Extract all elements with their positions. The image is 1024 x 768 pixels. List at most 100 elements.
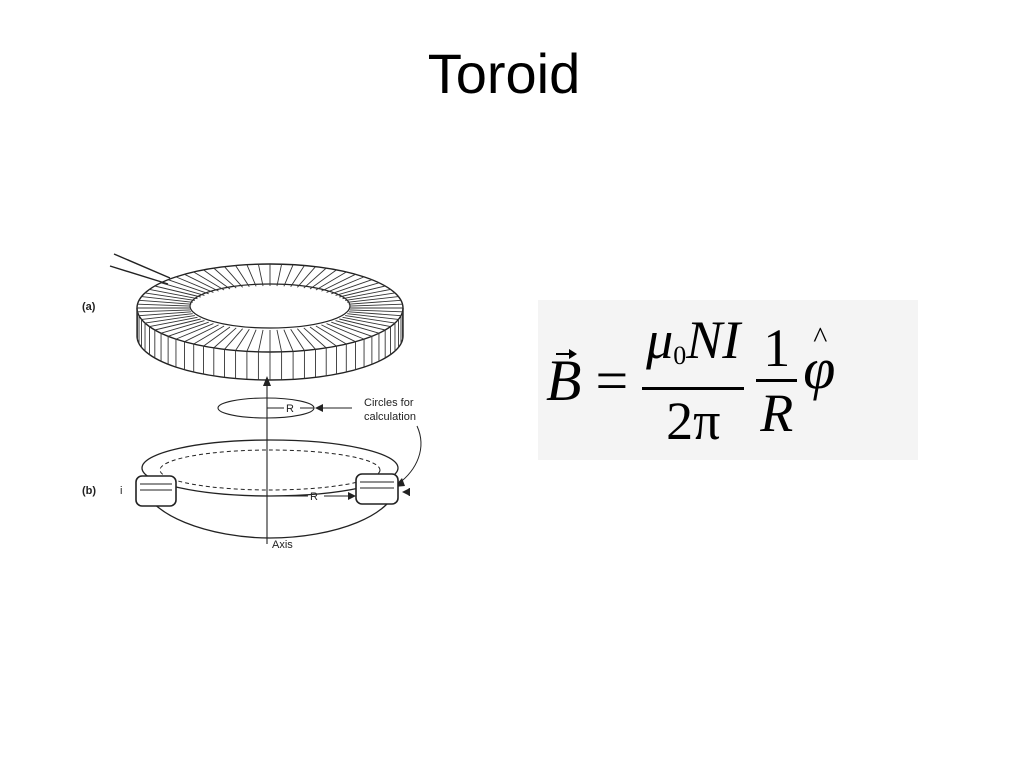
winding-line bbox=[257, 264, 264, 287]
eq-unit-vector: ^ φ bbox=[803, 321, 836, 402]
winding-line bbox=[175, 323, 214, 340]
winding-line bbox=[144, 315, 195, 324]
winding-line bbox=[315, 325, 347, 345]
winding-line bbox=[303, 327, 327, 349]
toroid-diagram: (a) Axis R Circles for calculation R bbox=[82, 253, 422, 551]
winding-line bbox=[335, 282, 380, 296]
winding-line bbox=[326, 276, 365, 293]
winding-line bbox=[213, 267, 237, 289]
leader-curve bbox=[397, 425, 422, 485]
winding-line bbox=[290, 265, 305, 287]
winding-line bbox=[213, 327, 237, 349]
winding-line bbox=[297, 266, 316, 288]
axis-label: Axis bbox=[272, 539, 293, 551]
leader-arrowhead bbox=[315, 404, 323, 412]
winding-line bbox=[321, 324, 356, 343]
winding-line bbox=[138, 299, 192, 305]
winding-line bbox=[224, 328, 243, 350]
winding-line bbox=[331, 321, 373, 337]
winding-line bbox=[342, 316, 391, 328]
winding-line bbox=[309, 326, 337, 347]
winding-line bbox=[335, 320, 380, 334]
winding-line bbox=[321, 273, 356, 292]
eq-fraction-1: μ0NI 2π bbox=[642, 309, 745, 452]
current-arrowhead bbox=[402, 488, 410, 496]
winding-line bbox=[309, 269, 337, 290]
winding-line bbox=[193, 325, 225, 345]
winding-line bbox=[235, 265, 250, 287]
calc-circle-top bbox=[217, 397, 315, 419]
current-left-label: i bbox=[120, 485, 122, 497]
winding-line bbox=[203, 326, 231, 347]
axis-arrowhead bbox=[263, 376, 271, 386]
toroid-figure: (a) Axis R Circles for calculation R bbox=[52, 248, 477, 564]
winding-line bbox=[246, 264, 257, 287]
cross-section-right bbox=[355, 473, 399, 505]
vector-arrow-icon bbox=[556, 348, 577, 359]
eq-numerator-2: 1 bbox=[763, 317, 791, 378]
radius-arrowhead bbox=[348, 492, 356, 500]
part-b-label: (b) bbox=[82, 485, 96, 497]
winding-line bbox=[144, 292, 195, 301]
eq-ni: NI bbox=[686, 309, 741, 370]
winding-line bbox=[160, 282, 205, 296]
winding-line bbox=[149, 288, 198, 300]
winding-line bbox=[348, 299, 402, 305]
winding-line bbox=[141, 313, 193, 320]
toroid-windings bbox=[136, 264, 403, 380]
winding-line bbox=[345, 315, 396, 324]
ring-mid-dashed bbox=[159, 449, 381, 491]
eq-fraction-bar bbox=[642, 386, 745, 390]
winding-line bbox=[347, 296, 399, 303]
eq-denominator-1: 2π bbox=[662, 390, 724, 452]
winding-line bbox=[349, 309, 403, 313]
winding-line bbox=[137, 303, 191, 307]
winding-line bbox=[290, 329, 305, 351]
radius-label-top: R bbox=[286, 403, 294, 415]
eq-fraction-bar bbox=[756, 378, 798, 382]
winding-line bbox=[137, 309, 191, 313]
winding-line bbox=[339, 285, 386, 298]
lead-wire bbox=[109, 265, 169, 285]
winding-line bbox=[175, 276, 214, 293]
lead-wire bbox=[113, 253, 171, 279]
winding-line bbox=[154, 318, 201, 331]
unit-hat-icon: ^ bbox=[813, 320, 828, 354]
winding-line bbox=[349, 303, 403, 307]
winding-line bbox=[203, 269, 231, 290]
winding-line bbox=[167, 321, 209, 337]
winding-line bbox=[167, 279, 209, 295]
eq-equals: = bbox=[595, 347, 629, 413]
winding-line bbox=[303, 267, 327, 289]
eq-field-symbol: B bbox=[546, 347, 581, 414]
radius-label-bottom: R bbox=[310, 491, 318, 503]
winding-line bbox=[184, 273, 219, 292]
winding-line bbox=[348, 311, 402, 317]
winding-line bbox=[276, 264, 283, 287]
winding-line bbox=[138, 311, 192, 317]
winding-line bbox=[342, 288, 391, 300]
winding-line bbox=[149, 316, 198, 328]
winding-line bbox=[331, 279, 373, 295]
winding-line bbox=[283, 264, 294, 287]
winding-line bbox=[297, 328, 316, 350]
eq-fraction-2: 1 R bbox=[756, 317, 798, 444]
winding-line bbox=[184, 324, 219, 343]
winding-line bbox=[160, 320, 205, 334]
winding-line bbox=[345, 292, 396, 301]
eq-denominator-2: R bbox=[760, 382, 794, 443]
winding-line bbox=[141, 296, 193, 303]
winding-line bbox=[257, 329, 264, 352]
part-a-label: (a) bbox=[82, 301, 96, 313]
winding-line bbox=[193, 271, 225, 291]
winding-line bbox=[326, 323, 365, 340]
eq-numerator-1: μ0NI bbox=[642, 309, 744, 387]
eq-two-pi: 2π bbox=[666, 390, 721, 451]
eq-mu: μ bbox=[646, 309, 674, 370]
winding-line bbox=[224, 266, 243, 288]
circles-label-line1: Circles for bbox=[364, 397, 414, 409]
circles-label-line2: calculation bbox=[364, 411, 416, 423]
eq-phi: φ bbox=[803, 335, 836, 401]
slide-title: Toroid bbox=[427, 42, 581, 105]
toroid-field-equation: B = μ0NI 2π 1 R ^ φ bbox=[538, 300, 918, 460]
